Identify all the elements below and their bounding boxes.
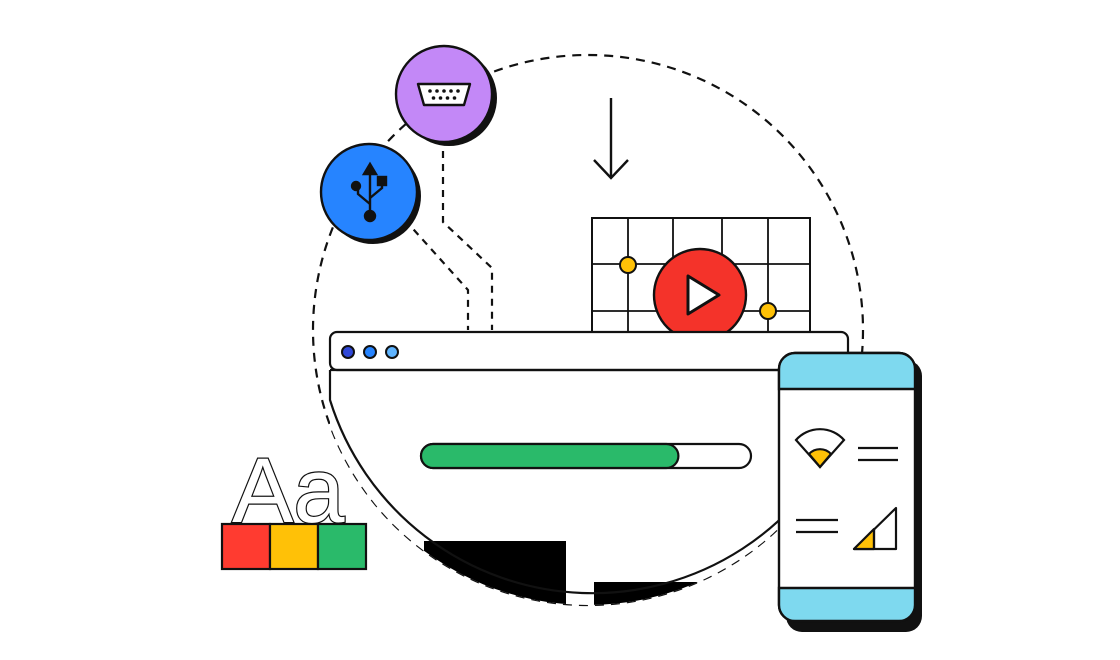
- window-dot[interactable]: [341, 345, 355, 359]
- color-palette: [220, 522, 368, 571]
- serial-port-badge: [394, 44, 497, 146]
- download-arrow-icon: [593, 98, 629, 180]
- window-dot[interactable]: [385, 345, 399, 359]
- mobile-phone: [777, 351, 922, 632]
- wifi-signal-icon: [794, 428, 846, 469]
- phone-top-bar: [777, 351, 917, 391]
- progress-bar: [419, 442, 753, 470]
- grid-node-dot: [619, 256, 637, 274]
- cellular-signal-icon: [852, 506, 898, 551]
- content-block-right: [594, 582, 754, 605]
- phone-bottom-bar: [777, 586, 917, 623]
- play-icon: [686, 274, 721, 316]
- content-block-left: [424, 541, 566, 605]
- progress-fill: [419, 442, 680, 470]
- browser-window: [328, 330, 850, 605]
- window-dot[interactable]: [363, 345, 377, 359]
- serial-port-icon: [416, 82, 472, 107]
- grid-node-dot: [759, 302, 777, 320]
- dashed-orbit-circle: [311, 53, 865, 607]
- usb-badge: [319, 142, 421, 244]
- text-lines: [858, 446, 898, 462]
- text-lines: [796, 518, 838, 534]
- usb-icon: [350, 161, 388, 223]
- typography-sample: Aa: [220, 439, 368, 571]
- connector-cables: [404, 138, 494, 330]
- browser-title-bar: [328, 330, 850, 372]
- play-button[interactable]: [652, 247, 748, 343]
